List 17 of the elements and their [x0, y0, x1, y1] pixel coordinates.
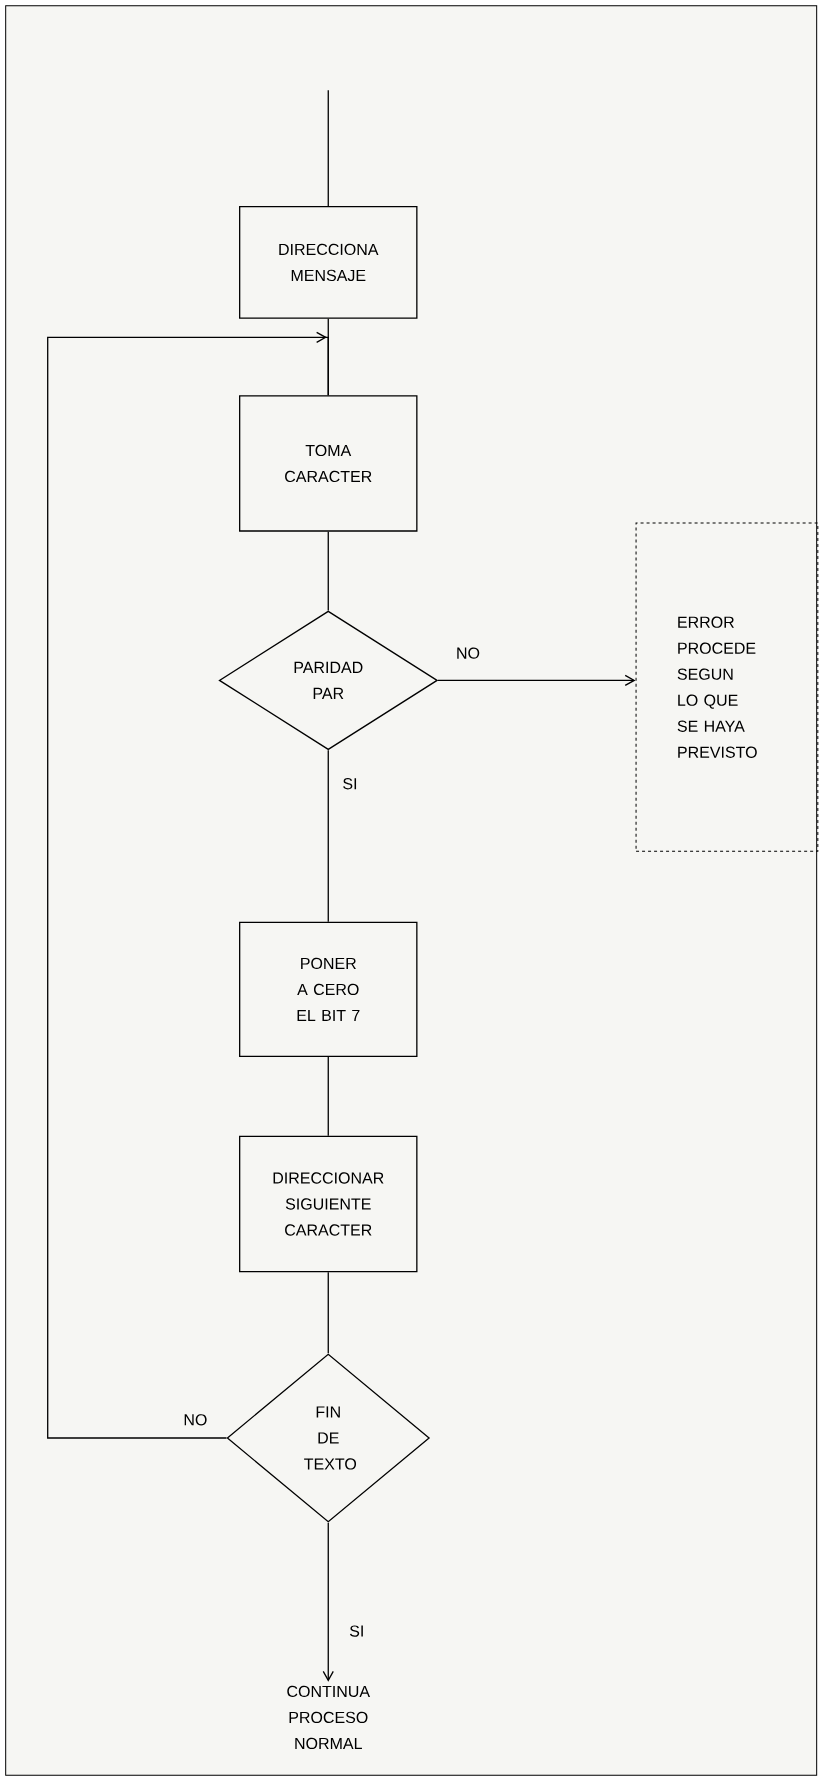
terminal-text: CONTINUA PROCESO NORMAL	[287, 1685, 370, 1750]
connector-line	[327, 89, 329, 207]
edge-label: NO	[454, 646, 481, 660]
process-box: DIRECCIONAR SIGUIENTE CARACTER	[238, 1135, 418, 1273]
process-box: PONER A CERO EL BIT 7	[238, 921, 418, 1057]
connector-line	[327, 1056, 329, 1137]
edge-label: NO	[182, 1413, 209, 1427]
process-box: TOMA CARACTER	[238, 395, 418, 532]
arrow	[437, 674, 636, 687]
arrow	[322, 1522, 334, 1682]
process-box: DIRECCIONA MENSAJE	[238, 206, 418, 319]
connector-line	[327, 531, 329, 612]
note-box: ERROR PROCEDE SEGUN LO QUE SE HAYA PREVISTO	[635, 522, 819, 852]
edge-label: SI	[341, 777, 359, 791]
connector-line	[327, 749, 329, 923]
edge-label: SI	[348, 1624, 366, 1638]
connector-line	[327, 1271, 329, 1354]
